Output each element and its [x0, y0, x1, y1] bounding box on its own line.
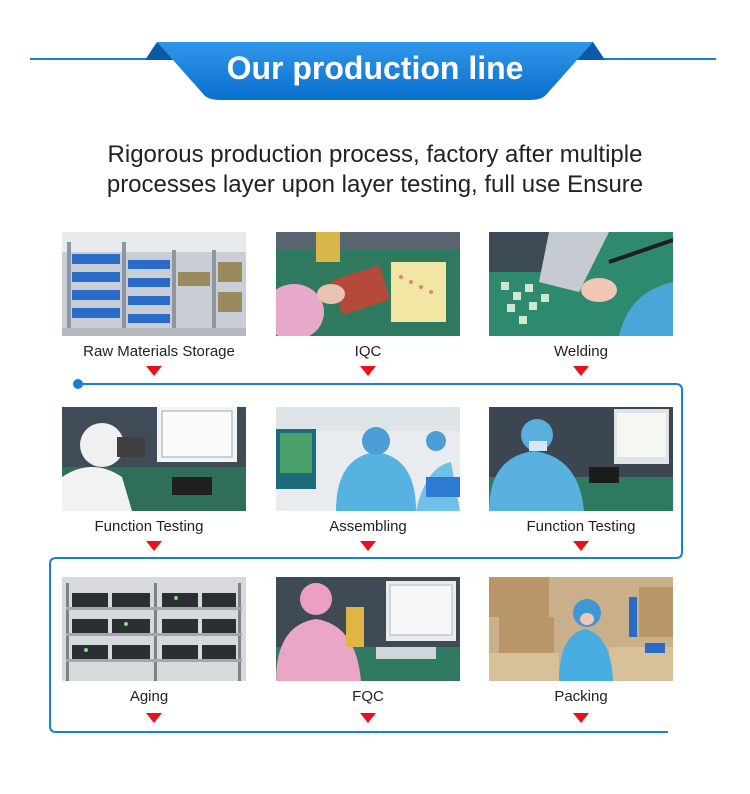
step-arrow-9: [573, 713, 589, 723]
step-label-fqc: FQC: [352, 688, 384, 705]
step-arrow-8: [360, 713, 376, 723]
photo-raw-materials-storage: [62, 232, 246, 336]
header-banner: [145, 42, 605, 100]
step-label-packing: Packing: [554, 688, 608, 705]
flow-start-dot: [73, 379, 83, 389]
step-label-assembling: Assembling: [329, 518, 407, 535]
photo-welding: [489, 232, 673, 336]
step-arrow-6: [573, 541, 589, 551]
step-arrow-3: [573, 366, 589, 376]
step-arrow-4: [146, 541, 162, 551]
step-label-raw-materials-storage: Raw Materials Storage: [83, 343, 235, 360]
intro-line-2: processes layer upon layer testing, full…: [106, 171, 644, 198]
step-label-iqc: IQC: [354, 343, 382, 360]
step-arrow-5: [360, 541, 376, 551]
intro-line-1: Rigorous production process, factory aft…: [107, 141, 643, 168]
photo-packing: [489, 577, 673, 681]
photo-function-testing: [62, 407, 246, 511]
intro-text: Rigorous production process, factory aft…: [60, 140, 690, 200]
step-arrow-1: [146, 366, 162, 376]
step-label-aging: Aging: [129, 688, 169, 705]
photo-fqc: [276, 577, 460, 681]
step-label-function-testing-2: Function Testing: [526, 518, 636, 535]
step-label-function-testing-1: Function Testing: [94, 518, 204, 535]
step-arrow-2: [360, 366, 376, 376]
step-arrow-7: [146, 713, 162, 723]
photo-aging: [62, 577, 246, 681]
photo-function-testing-2: [489, 407, 673, 511]
photo-iqc: [276, 232, 460, 336]
step-label-welding: Welding: [554, 343, 608, 360]
photo-assembling: [276, 407, 460, 511]
page-title: Our production line: [226, 50, 524, 86]
